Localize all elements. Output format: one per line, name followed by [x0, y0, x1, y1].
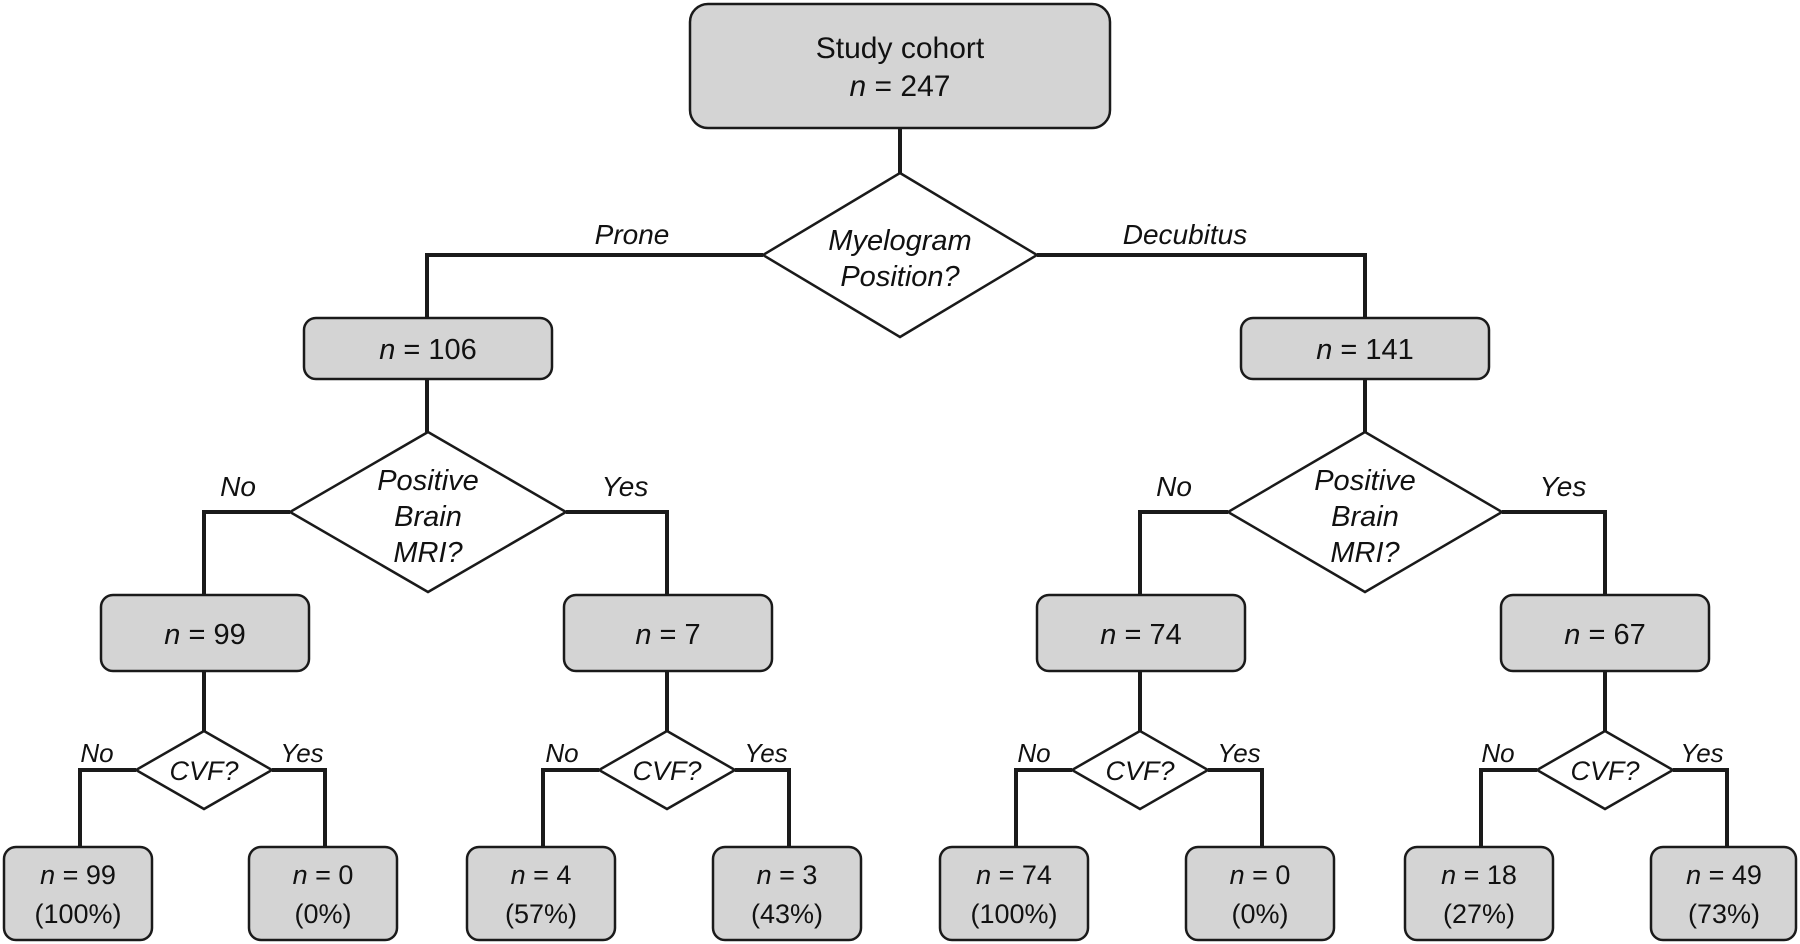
edge-label-p-yes-cvf-no: No: [545, 738, 578, 768]
leaf-count: n = 49: [1686, 860, 1762, 890]
prone-mri-no-count-node: n = 99: [99, 593, 311, 673]
leaf-decub-mri-yes-cvf-no: n = 18 (27%): [1403, 845, 1555, 942]
edge-label-prone-mri-yes: Yes: [602, 471, 649, 502]
leaf-count: n = 3: [757, 860, 818, 890]
leaf-count: n = 74: [976, 860, 1052, 890]
prone-mri-no-cvf-decision: CVF?: [133, 729, 275, 811]
leaf-count: n = 0: [1230, 860, 1291, 890]
leaf-percent: (43%): [751, 899, 823, 929]
prone-brain-mri-decision: Positive Brain MRI?: [287, 430, 569, 594]
connector-decub-mri-no: [1138, 510, 1228, 595]
study-cohort-node: Study cohort n = 247: [688, 2, 1112, 130]
prone-mri-no-count-label: n = 99: [164, 619, 245, 651]
study-cohort-title: Study cohort: [816, 32, 985, 65]
leaf-percent: (100%): [34, 899, 121, 929]
connector-d-yes-cvf-branches: [1479, 768, 1729, 847]
decub-mri-yes-cvf-label: CVF?: [1570, 756, 1639, 786]
edge-label-prone: Prone: [595, 219, 670, 250]
connector-d-no-cvf-branches: [1014, 768, 1264, 847]
connector-decub-mri-yes: [1502, 510, 1607, 595]
decub-mri-yes-cvf-decision: CVF?: [1534, 729, 1676, 811]
prone-mri-line2: Brain: [394, 501, 462, 533]
connector-p-yes-cvf-branches: [541, 768, 791, 847]
leaf-prone-mri-yes-cvf-no: n = 4 (57%): [465, 845, 617, 942]
edge-label-decubitus: Decubitus: [1123, 219, 1248, 250]
edge-label-decub-mri-yes: Yes: [1540, 471, 1587, 502]
prone-mri-line3: MRI?: [393, 537, 463, 569]
leaf-percent: (100%): [970, 899, 1057, 929]
edge-label-prone-mri-no: No: [220, 471, 256, 502]
position-question-line1: Myelogram: [828, 225, 971, 257]
edge-label-d-yes-cvf-yes: Yes: [1680, 738, 1723, 768]
leaf-prone-mri-no-cvf-no: n = 99 (100%): [2, 845, 154, 942]
connector-prone-branch: [425, 253, 763, 318]
study-cohort-count: n = 247: [850, 70, 951, 103]
leaf-decub-mri-yes-cvf-yes: n = 49 (73%): [1649, 845, 1798, 942]
decubitus-brain-mri-decision: Positive Brain MRI?: [1225, 430, 1505, 594]
connector-p-no-cvf-branches: [78, 768, 327, 847]
edge-label-d-yes-cvf-no: No: [1481, 738, 1514, 768]
edge-label-decub-mri-no: No: [1156, 471, 1192, 502]
decub-mri-yes-count-label: n = 67: [1564, 619, 1645, 651]
decub-mri-line2: Brain: [1331, 501, 1399, 533]
connector-prone-mri-yes: [566, 510, 669, 595]
leaf-prone-mri-no-cvf-yes: n = 0 (0%): [247, 845, 399, 942]
decub-mri-line1: Positive: [1314, 465, 1416, 497]
prone-mri-yes-count-label: n = 7: [635, 619, 700, 651]
leaf-percent: (27%): [1443, 899, 1515, 929]
connector-decubitus-branch: [1037, 253, 1367, 318]
leaf-percent: (57%): [505, 899, 577, 929]
connector-prone-mri-no: [202, 510, 290, 595]
prone-count-label: n = 106: [379, 334, 477, 366]
leaf-decub-mri-no-cvf-yes: n = 0 (0%): [1184, 845, 1336, 942]
decubitus-count-label: n = 141: [1316, 334, 1414, 366]
leaf-count: n = 0: [293, 860, 354, 890]
leaf-decub-mri-no-cvf-no: n = 74 (100%): [938, 845, 1090, 942]
leaf-percent: (0%): [294, 899, 351, 929]
edge-label-p-yes-cvf-yes: Yes: [744, 738, 787, 768]
decub-mri-yes-count-node: n = 67: [1499, 593, 1711, 673]
prone-count-node: n = 106: [302, 316, 554, 381]
leaf-prone-mri-yes-cvf-yes: n = 3 (43%): [711, 845, 863, 942]
prone-mri-no-cvf-label: CVF?: [169, 756, 238, 786]
edge-label-d-no-cvf-yes: Yes: [1217, 738, 1260, 768]
prone-mri-line1: Positive: [377, 465, 479, 497]
prone-mri-yes-cvf-decision: CVF?: [596, 729, 738, 811]
decub-mri-no-cvf-decision: CVF?: [1069, 729, 1211, 811]
prone-mri-yes-cvf-label: CVF?: [632, 756, 701, 786]
decubitus-count-node: n = 141: [1239, 316, 1491, 381]
position-question-line2: Position?: [840, 261, 960, 293]
leaf-count: n = 18: [1441, 860, 1517, 890]
leaf-count: n = 4: [511, 860, 572, 890]
edge-label-p-no-cvf-no: No: [80, 738, 113, 768]
decub-mri-no-count-node: n = 74: [1035, 593, 1247, 673]
leaf-percent: (73%): [1688, 899, 1760, 929]
decub-mri-no-cvf-label: CVF?: [1105, 756, 1174, 786]
leaf-count: n = 99: [40, 860, 116, 890]
edge-label-p-no-cvf-yes: Yes: [280, 738, 323, 768]
decub-mri-line3: MRI?: [1330, 537, 1400, 569]
edge-label-d-no-cvf-no: No: [1017, 738, 1050, 768]
decub-mri-no-count-label: n = 74: [1100, 619, 1181, 651]
prone-mri-yes-count-node: n = 7: [562, 593, 774, 673]
connectors: [78, 128, 1729, 847]
leaf-percent: (0%): [1231, 899, 1288, 929]
myelogram-position-decision: Myelogram Position?: [760, 171, 1040, 339]
